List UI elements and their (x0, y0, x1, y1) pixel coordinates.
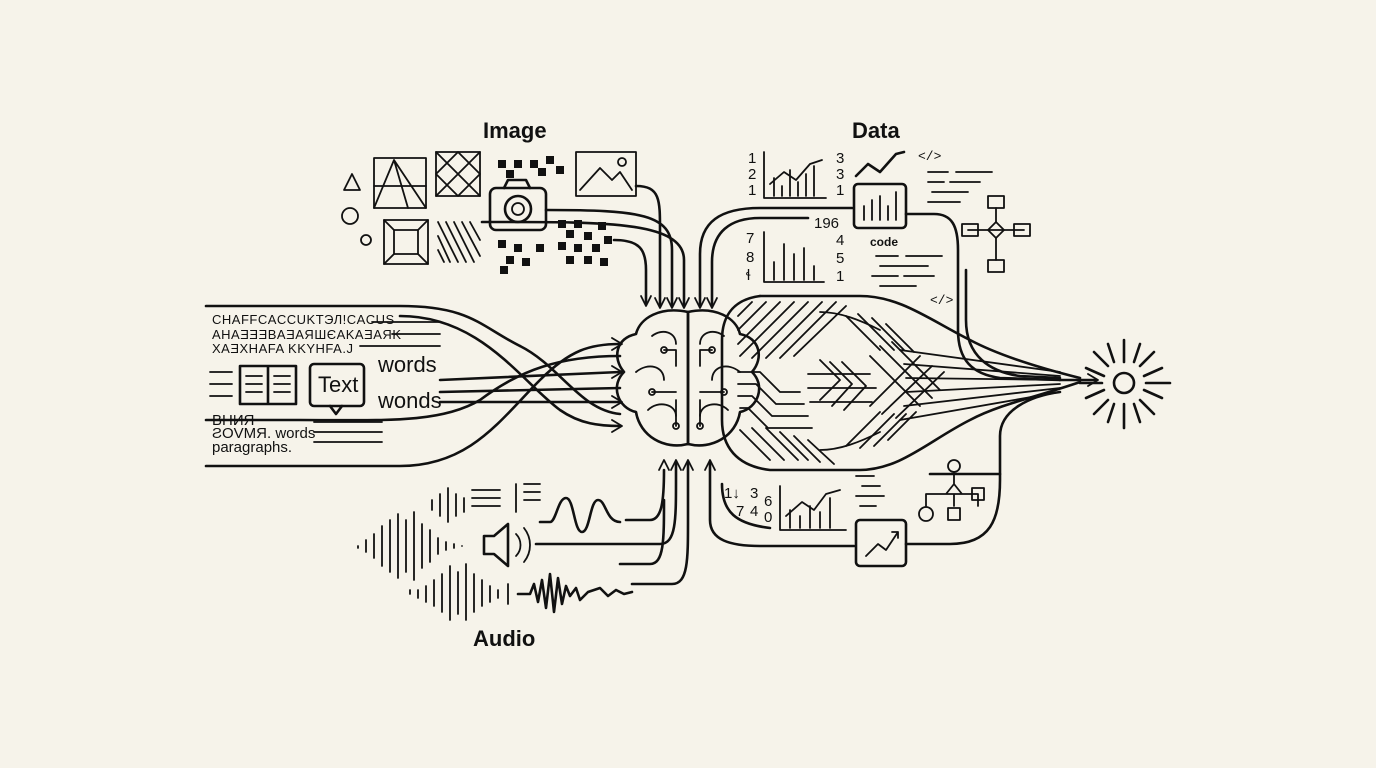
text-line-5: ƧOVMЯ. words (212, 425, 315, 442)
bottom-line-chart-icon (779, 485, 847, 531)
data-number-5a: 1↓ (724, 485, 740, 502)
audio-cluster (357, 459, 694, 621)
tree-diagram-icon (918, 459, 985, 522)
data-number-7b: 0 (764, 509, 772, 526)
landscape-image-icon (575, 151, 637, 197)
data-value-label: 196 (814, 215, 839, 232)
image-label: Image (483, 118, 547, 143)
data-number-5b: 7 (736, 503, 744, 520)
bar-chart-icon (763, 231, 825, 283)
pixel-pattern-icon (498, 156, 564, 178)
bar-chart-box-icon (852, 182, 908, 230)
line-chart-icon (763, 151, 827, 199)
text-box-label: Text (318, 372, 358, 397)
data-number-1b: 2 (748, 166, 756, 183)
speaker-icon (482, 522, 531, 568)
text-line-2: AHAƎƎƎBAƎAЯШЄAKAƎAЯK (212, 327, 402, 342)
data-number-7a: 6 (764, 493, 772, 510)
data-number-3b: 8 (746, 249, 754, 266)
code-tag-top: </> (918, 149, 942, 164)
shapes-icon (373, 157, 427, 209)
text-line-1: CHAFFCACCUKTЭЛ!CACUS (212, 312, 395, 327)
data-number-3a: 7 (746, 230, 754, 247)
code-label: code (870, 235, 898, 249)
triangle-icon (343, 173, 361, 191)
data-number-6a: 3 (750, 485, 758, 502)
circle-icon (341, 207, 359, 225)
processing-network (720, 294, 1099, 472)
audio-label: Audio (473, 626, 535, 651)
data-number-4c: 1 (836, 268, 844, 285)
text-line-3: XAƎXHAFA KKYHFA.J (212, 341, 353, 356)
word-label-1: words (377, 352, 437, 377)
stripes-tile-icon (437, 221, 481, 263)
data-number-2b: 3 (836, 166, 844, 183)
data-number-1c: 1 (748, 182, 756, 199)
text-box-icon: Text (308, 362, 366, 416)
text-line-6: paragraphs. (212, 439, 292, 456)
data-cluster: 1 2 1 3 3 1 </> 196 (694, 149, 1062, 568)
book-icon (238, 364, 298, 406)
data-number-6b: 4 (750, 503, 758, 520)
noise-pixel-icon (558, 220, 612, 266)
data-number-4a: 4 (836, 232, 844, 249)
data-number-3c: ɬ (746, 267, 751, 284)
word-label-2: wonds (377, 388, 442, 413)
data-label: Data (852, 118, 900, 143)
checker-pattern-icon (498, 240, 544, 274)
code-tag-bottom: </> (930, 293, 954, 308)
growth-chart-box-icon (854, 518, 908, 568)
nested-square-icon (383, 219, 429, 265)
small-circle-icon (360, 234, 372, 246)
data-number-2a: 3 (836, 150, 844, 167)
data-number-1a: 1 (748, 150, 756, 167)
text-cluster: CHAFFCACCUKTЭЛ!CACUS AHAƎƎƎBAƎAЯШЄAKAƎAЯ… (204, 304, 623, 468)
flowchart-icon (961, 195, 1031, 273)
output-sun-icon (1078, 338, 1172, 430)
geometric-tile-icon (435, 151, 481, 197)
trend-line-icon (854, 150, 906, 178)
image-cluster (341, 151, 690, 309)
data-number-4b: 5 (836, 250, 844, 267)
data-number-2c: 1 (836, 182, 844, 199)
